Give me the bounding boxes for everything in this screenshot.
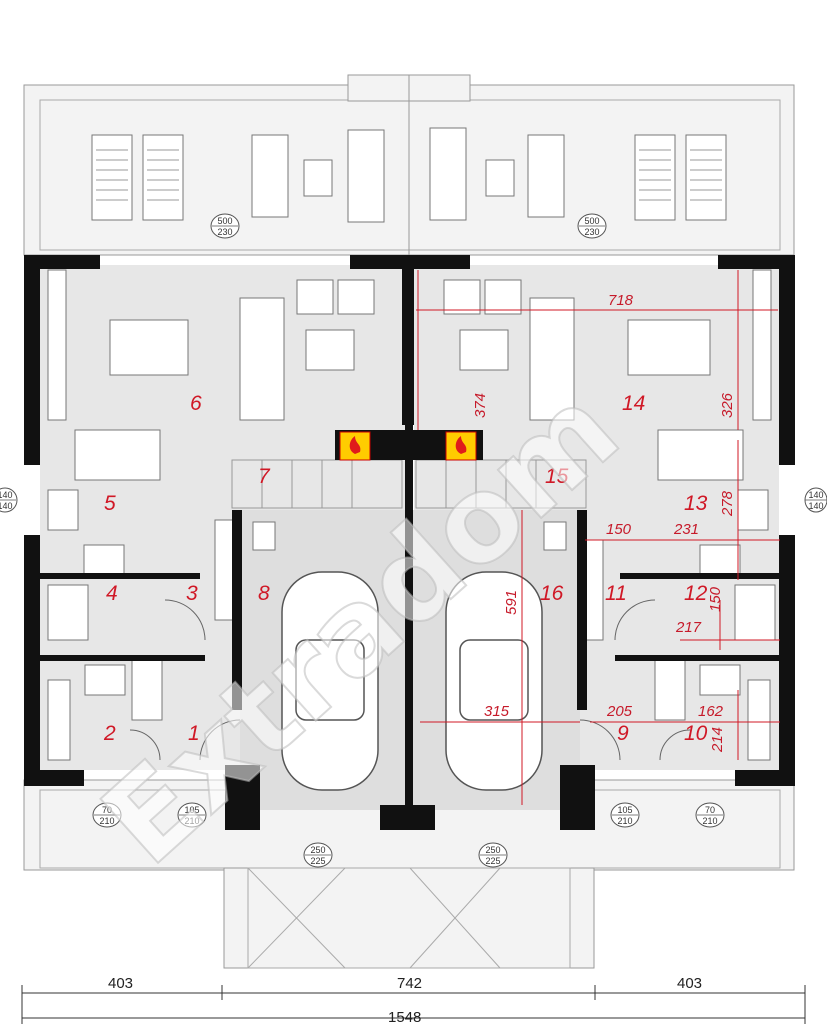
svg-text:500: 500: [217, 216, 232, 226]
window-labels: 500 230 500 230 140 140 140 140 70 210: [0, 213, 827, 868]
svg-text:140: 140: [0, 490, 13, 500]
room-number: 11: [605, 582, 627, 605]
room-number: 1: [188, 722, 200, 745]
dimension-label: 718: [608, 292, 634, 309]
svg-text:105: 105: [184, 805, 199, 815]
svg-text:210: 210: [184, 816, 199, 826]
room-number: 9: [617, 722, 629, 745]
dimension-label: 315: [484, 703, 510, 720]
window-label: 140 140: [0, 487, 18, 513]
overall-dimension-lines: [21, 985, 806, 1024]
room-number: 3: [186, 582, 198, 605]
window-label: 105 210: [610, 802, 640, 828]
room-number: 8: [258, 582, 270, 605]
patio-furniture: [91, 127, 727, 223]
dimension-label: 231: [673, 521, 699, 538]
dimension-labels-red: 718 326 374 278 150 231 591 150 217 315 …: [472, 292, 736, 753]
dimension-label: 214: [709, 727, 726, 753]
window-label: 70 210: [695, 802, 725, 828]
svg-text:250: 250: [485, 845, 500, 855]
svg-text:500: 500: [584, 216, 599, 226]
dimension-label: 374: [472, 393, 489, 418]
svg-text:70: 70: [705, 805, 715, 815]
window-label: 250 225: [303, 842, 333, 868]
svg-text:105: 105: [617, 805, 632, 815]
svg-text:210: 210: [702, 816, 717, 826]
fireplace-right: [445, 431, 477, 461]
svg-text:210: 210: [99, 816, 114, 826]
interior-furniture: [47, 269, 776, 761]
svg-text:140: 140: [808, 490, 823, 500]
car-left: [281, 571, 379, 791]
stairs: [231, 459, 587, 509]
dimension-label: 150: [606, 521, 632, 538]
dimension-left: 403: [108, 975, 133, 992]
dimension-label: 205: [606, 703, 633, 720]
window-label: 105 210: [177, 802, 207, 828]
room-numbers: 1 2 3 4 5 6 7 8 9 10 11 12 13 14 15 16: [103, 392, 708, 745]
room-number: 13: [684, 492, 708, 515]
room-number: 10: [684, 722, 708, 745]
svg-text:230: 230: [217, 227, 232, 237]
window-label: 250 225: [478, 842, 508, 868]
room-number: 12: [684, 582, 708, 605]
dimension-label: 217: [675, 619, 702, 636]
dimension-label: 150: [707, 586, 724, 612]
svg-text:225: 225: [485, 856, 500, 866]
dimension-middle: 742: [397, 975, 422, 992]
svg-text:70: 70: [102, 805, 112, 815]
room-number: 2: [103, 722, 116, 745]
room-number: 16: [540, 582, 564, 605]
terrace-back: [23, 74, 795, 256]
room-number: 14: [622, 392, 645, 415]
door-swings: [129, 599, 691, 761]
svg-text:210: 210: [617, 816, 632, 826]
car-right: [445, 571, 543, 791]
svg-text:250: 250: [310, 845, 325, 855]
svg-text:140: 140: [0, 501, 13, 511]
dimension-lines-red: [416, 270, 780, 805]
svg-text:140: 140: [808, 501, 823, 511]
fireplace-left: [339, 431, 371, 461]
room-number: 4: [106, 582, 118, 605]
walls: [24, 255, 795, 830]
room-number: 15: [545, 465, 569, 488]
dimension-label: 162: [698, 703, 724, 720]
lounger-slats: [96, 149, 722, 201]
dimension-label: 278: [719, 490, 736, 517]
svg-text:225: 225: [310, 856, 325, 866]
room-number: 7: [258, 465, 271, 488]
window-label: 70 210: [92, 802, 122, 828]
window-label: 500 230: [577, 213, 607, 239]
overall-dimension-labels: 403 742 403 1548: [108, 975, 702, 1024]
window-label: 500 230: [210, 213, 240, 239]
room-number: 5: [104, 492, 116, 515]
window-label: 140 140: [804, 487, 827, 513]
dimension-label: 591: [503, 590, 520, 615]
dimension-right: 403: [677, 975, 702, 992]
svg-text:230: 230: [584, 227, 599, 237]
dimension-total: 1548: [388, 1009, 421, 1024]
room-number: 6: [190, 392, 202, 415]
dimension-label: 326: [719, 392, 736, 418]
